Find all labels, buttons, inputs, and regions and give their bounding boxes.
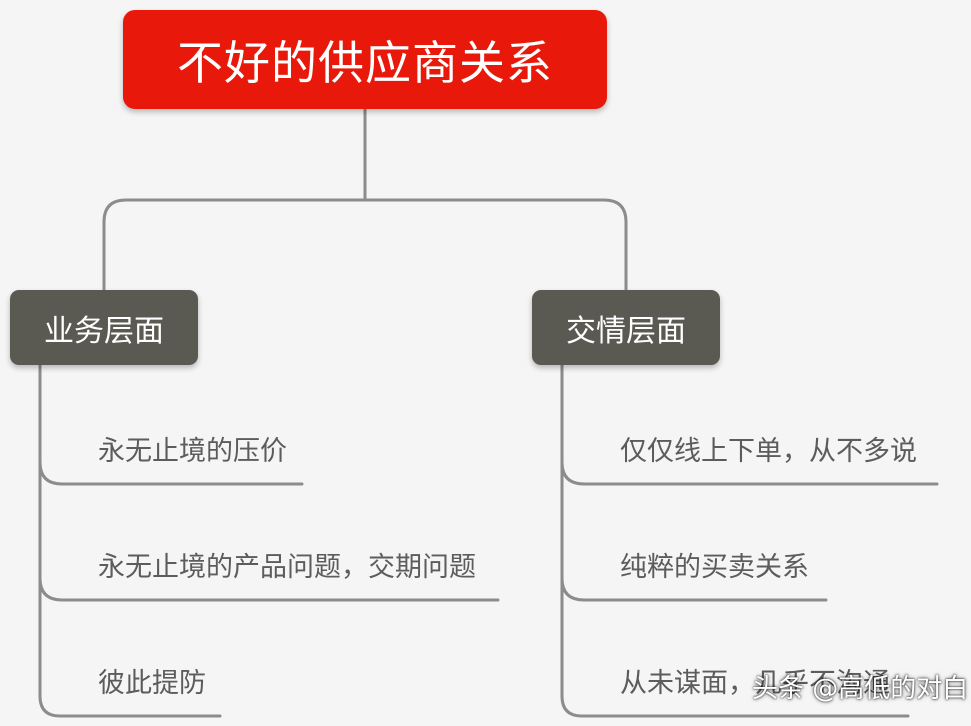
right-trunk-line xyxy=(560,363,910,718)
left-leaf-line-2 xyxy=(38,576,500,602)
root-node: 不好的供应商关系 xyxy=(123,10,607,109)
leaf-business-2: 永无止境的产品问题，交期问题 xyxy=(98,552,476,583)
leaf-business-1: 永无止境的压价 xyxy=(98,436,287,467)
root-title: 不好的供应商关系 xyxy=(177,35,553,90)
leaf-business-3: 彼此提防 xyxy=(98,668,206,699)
leaf-relationship-1: 仅仅线上下单，从不多说 xyxy=(620,436,917,467)
right-leaf-line-2 xyxy=(560,576,828,602)
branch-label-business: 业务层面 xyxy=(44,313,164,349)
leaf-relationship-2: 纯粹的买卖关系 xyxy=(620,552,809,583)
watermark: 头条 @高低的对白 xyxy=(752,674,969,704)
branch-label-relationship: 交情层面 xyxy=(566,313,686,349)
right-leaf-line-1 xyxy=(560,460,939,486)
branch-connector xyxy=(102,198,628,292)
left-leaf-line-1 xyxy=(38,460,304,486)
leaf-relationship-3: 从未谋面，几乎不沟通 xyxy=(620,668,890,699)
branch-node-relationship: 交情层面 xyxy=(532,290,720,365)
left-trunk-line xyxy=(38,363,222,718)
branch-node-business: 业务层面 xyxy=(10,290,198,365)
